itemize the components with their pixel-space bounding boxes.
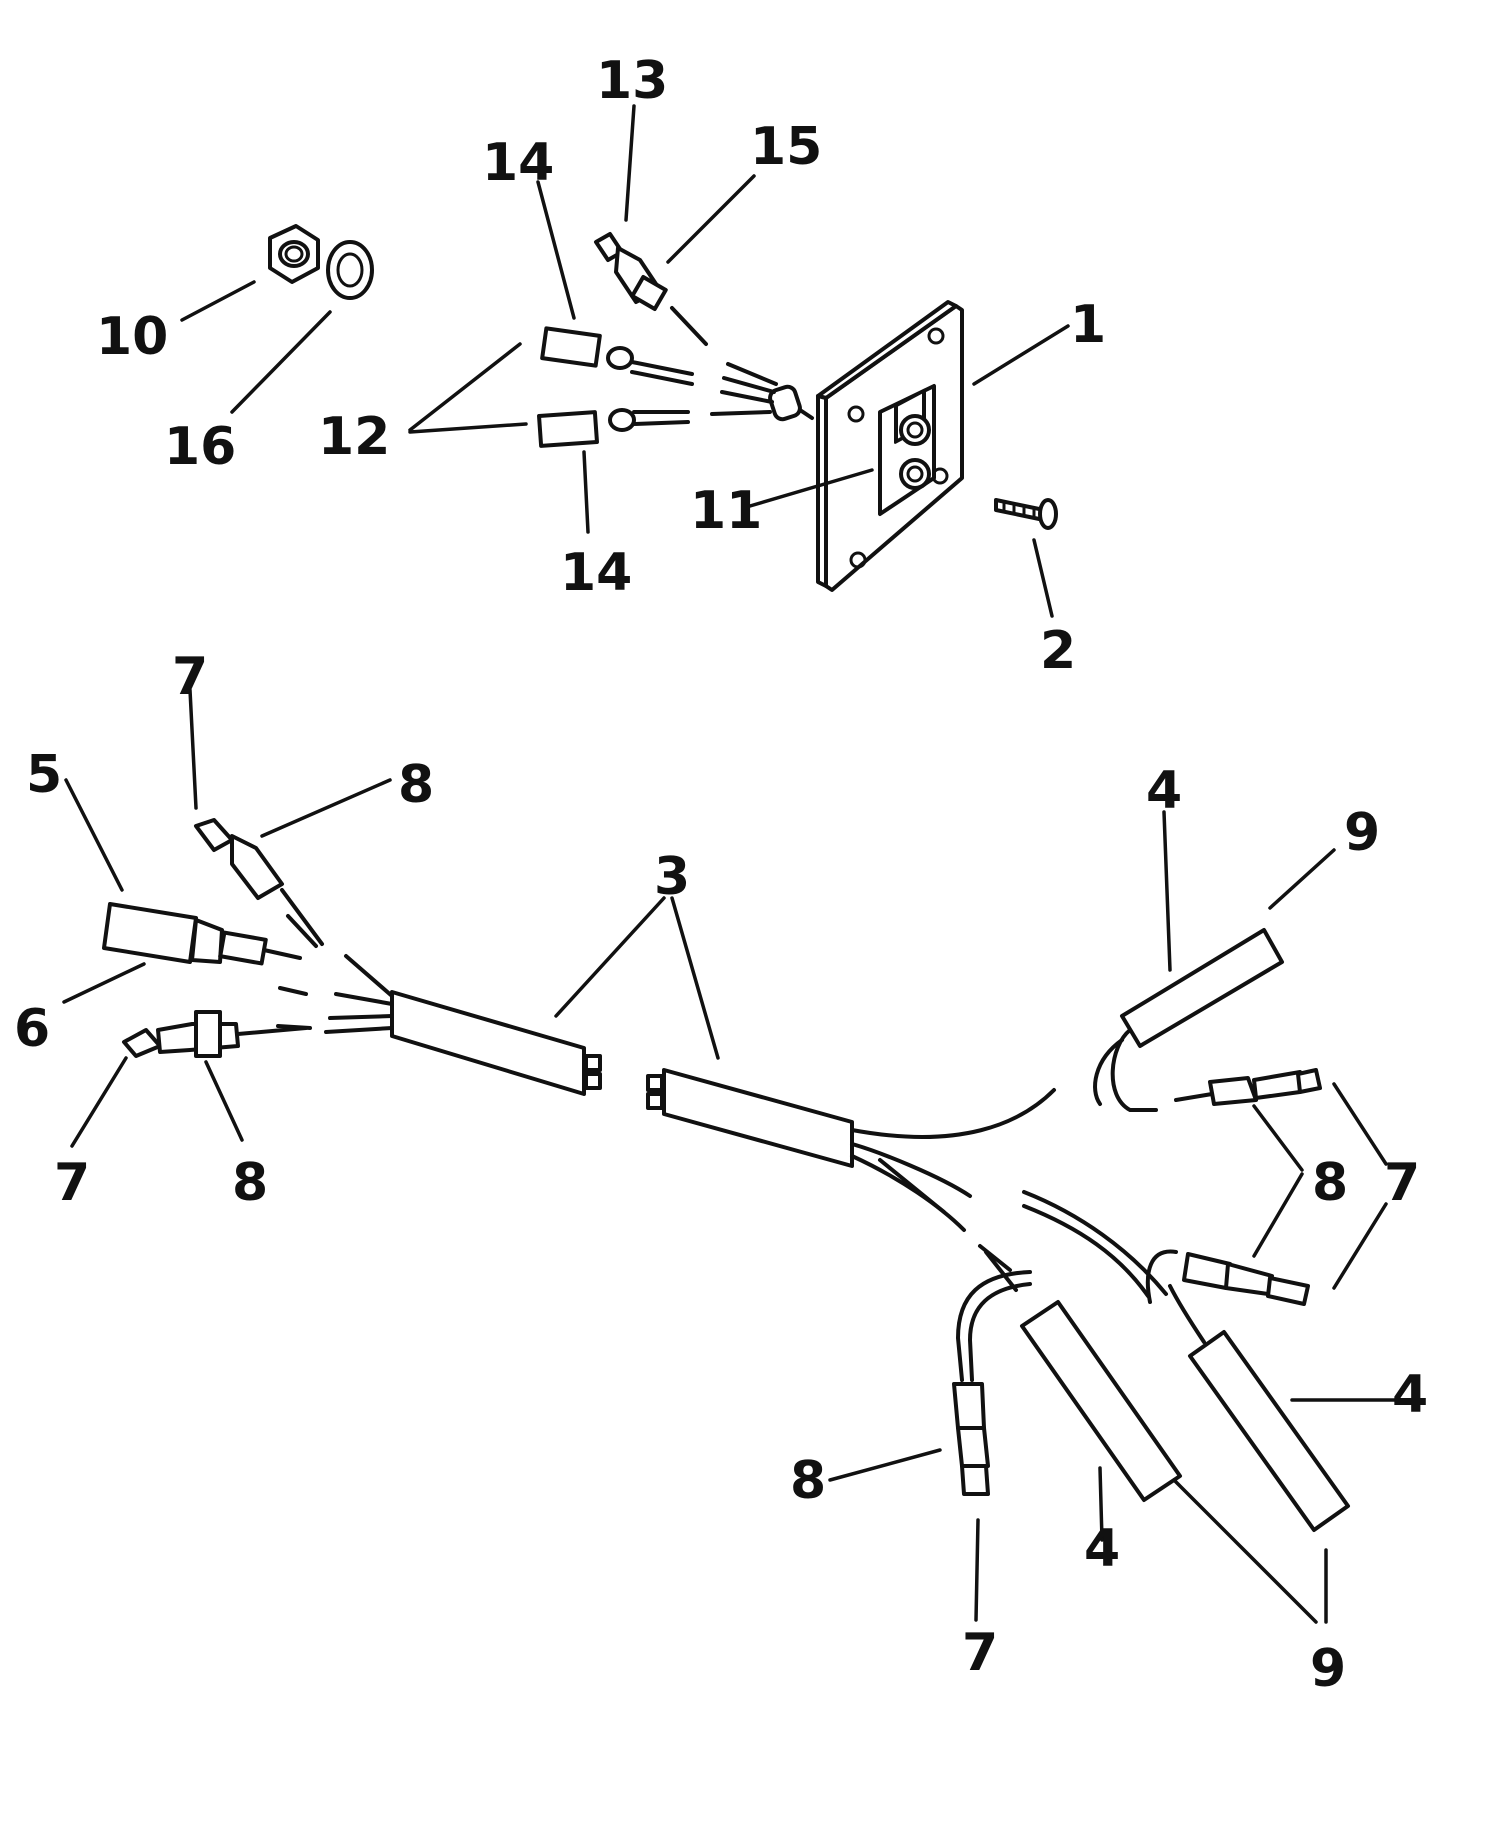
female-connector-5 (102, 902, 302, 966)
callout-11: 11 (690, 481, 762, 541)
bullet-connector-bottom (952, 1270, 1032, 1496)
callout-1: 1 (1070, 295, 1106, 355)
callout-6: 6 (14, 999, 50, 1059)
flat-washer (326, 240, 374, 300)
bullet-connector-right-lower (1145, 1249, 1310, 1306)
callout-4: 4 (1146, 761, 1182, 821)
bullet-connector-lower-left (122, 1010, 308, 1058)
switch-leads (710, 362, 814, 422)
hex-nut (268, 224, 320, 284)
callout-9: 9 (1310, 1639, 1346, 1699)
mounting-screw (994, 498, 1058, 530)
callout-16: 16 (164, 417, 236, 477)
callout-8: 8 (398, 755, 434, 815)
rocker-switch (878, 384, 936, 516)
callout-13: 13 (596, 51, 668, 111)
callout-8: 8 (232, 1153, 268, 1213)
callout-9: 9 (1344, 803, 1380, 863)
callout-4: 4 (1392, 1365, 1428, 1425)
callout-10: 10 (96, 307, 168, 367)
callout-14: 14 (560, 543, 632, 603)
callout-7: 7 (962, 1623, 998, 1683)
insulating-sleeve-upper (1093, 928, 1284, 1112)
callout-2: 2 (1040, 621, 1076, 681)
bullet-connector-right-upper (1174, 1068, 1322, 1106)
callout-7: 7 (1384, 1153, 1420, 1213)
leader-lines (62, 104, 1422, 1624)
insulating-sleeve-right (1168, 1284, 1350, 1532)
callout-8: 8 (1312, 1153, 1348, 1213)
callout-12: 12 (318, 407, 390, 467)
callout-7: 7 (54, 1153, 90, 1213)
wiring-harness (276, 914, 1168, 1298)
callout-labels: 1 2 3 4 4 4 5 6 7 7 7 7 8 8 8 8 9 9 10 1… (14, 51, 1428, 1699)
bullet-connector-upper-left (194, 818, 324, 946)
callout-7: 7 (172, 647, 208, 707)
bullet-terminal-13 (594, 232, 708, 346)
callout-4: 4 (1084, 1519, 1120, 1579)
insulating-sleeve-middle (984, 1250, 1182, 1502)
callout-14: 14 (482, 133, 554, 193)
callout-15: 15 (750, 117, 822, 177)
female-terminal-14b (537, 408, 690, 448)
callout-5: 5 (26, 745, 62, 805)
callout-8: 8 (790, 1451, 826, 1511)
callout-3: 3 (654, 847, 690, 907)
female-terminal-14a (540, 326, 694, 386)
